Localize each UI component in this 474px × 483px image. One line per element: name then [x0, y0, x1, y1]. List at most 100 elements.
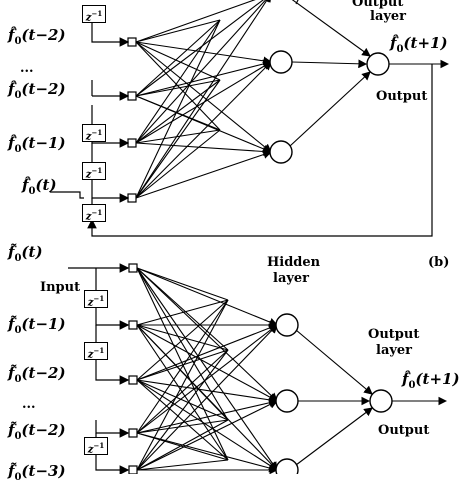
panel-b-fan-1-2 [136, 324, 229, 421]
panel-b-fan-0-0 [136, 267, 229, 301]
panel-b-output-layer-subtitle: layer [376, 343, 413, 358]
panel-a-fan-3-1 [135, 79, 221, 199]
panel-b-delay-block-3: z−1 [84, 437, 108, 455]
panel-b-input-node-1 [128, 320, 138, 330]
panel-b-fan-4-1 [136, 349, 229, 471]
panel-b-fan-4-0 [136, 299, 229, 471]
panel-b-input-link-2 [95, 308, 130, 330]
panel-a-ellipsis: ... [20, 61, 34, 76]
panel-a-weight-2-2 [135, 142, 273, 156]
panel-a-output-neuron [366, 52, 390, 76]
panel-b-weight-2-2 [136, 379, 278, 471]
panel-a-fan-3-0 [135, 19, 221, 199]
panel-a-weight-1-0 [135, 0, 272, 97]
panel-b-fan-0-2 [136, 267, 229, 421]
panel-b-input-label: Input [40, 280, 81, 295]
panel-a-weight-3-0 [135, 0, 272, 199]
panel-a-hidden-neuron-1 [269, 140, 293, 164]
panel-a-hidden-output-link-0 [291, 59, 368, 69]
panel-a-weight-0-1 [135, 41, 273, 66]
panel-a-input-node-3 [127, 193, 137, 203]
panel-b-fan-2-3 [136, 379, 229, 461]
panel-a-fan-0-2 [135, 41, 221, 131]
panel-b-hidden-layer-title: Hidden [267, 255, 321, 270]
panel-b-fan-3-3 [136, 432, 229, 461]
panel-a-input-label-2: f̂0(t−2) [8, 80, 66, 101]
panel-a-output-label: Output [376, 89, 428, 104]
panel-b-fan-3-0 [136, 299, 229, 434]
panel-a-delay-block-2: z−1 [82, 124, 106, 142]
panel-b-hidden-neuron-2 [275, 458, 299, 482]
panel-b-input-node-4 [128, 465, 138, 475]
panel-b-hidden-output-link-0 [295, 329, 373, 395]
panel-a-weight-2-0 [135, 0, 272, 144]
panel-b-fan-2-1 [136, 349, 229, 381]
panel-a-input-node-2 [127, 138, 137, 148]
panel-b-tag: (b) [428, 255, 450, 270]
panel-b-weight-0-0 [136, 267, 279, 327]
panel-b-weight-2-1 [136, 379, 279, 405]
panel-a-delay-block-3: z−1 [82, 162, 106, 180]
panel-b-weight-3-0 [136, 324, 278, 434]
panel-a-feedback-line [87, 64, 433, 237]
panel-a-fan-2-2 [135, 129, 221, 144]
panel-b-input-node-3 [128, 428, 138, 438]
panel-a-output-layer-title: Output [352, 0, 404, 10]
panel-b-output-layer-title: Output [368, 327, 420, 342]
panel-a-weight-3-2 [135, 150, 273, 199]
panel-b-delay-block-1: z−1 [84, 290, 108, 308]
panel-a-input-label-3: f̂0(t−1) [8, 134, 66, 155]
panel-a-delay-block-4: z−1 [82, 204, 106, 222]
panel-b-input-node-2 [128, 375, 138, 385]
panel-a-output-variable: f̂0(t+1) [390, 34, 448, 55]
panel-a-weight-0-0 [135, 0, 273, 43]
panel-a-input-node-1 [127, 91, 137, 101]
panel-a-hidden-neuron-0 [269, 50, 293, 74]
panel-b-fan-4-3 [136, 459, 229, 471]
panel-a-fan-1-1 [135, 79, 221, 97]
panel-b-fan-0-1 [136, 267, 229, 351]
panel-a-fan-0-1 [135, 41, 221, 81]
panel-b-fan-1-3 [136, 324, 229, 461]
panel-b-weight-4-1 [136, 400, 278, 471]
panel-a-weight-0-2 [135, 41, 272, 153]
panel-b-hidden-layer-subtitle: layer [273, 271, 310, 286]
panel-b-input-node-0 [128, 263, 138, 273]
panel-b-fan-4-2 [136, 419, 229, 471]
panel-b-fan-3-1 [136, 349, 229, 434]
panel-b-fan-2-0 [136, 299, 229, 381]
panel-a-fan-2-1 [135, 79, 221, 144]
panel-a-input-label-1: f̂0(t−2) [8, 26, 66, 47]
panel-b-hidden-neuron-1 [275, 389, 299, 413]
panel-a-output-layer-subtitle: layer [370, 9, 407, 24]
panel-a-ft-link [50, 191, 84, 199]
panel-a-input-link-4 [91, 180, 130, 203]
panel-b-weight-2-0 [136, 323, 279, 381]
panel-b-input-label-2: f̃0(t−2) [8, 364, 66, 385]
panel-b-fan-1-0 [136, 299, 229, 326]
panel-b-weight-3-1 [136, 398, 279, 434]
panel-b-fan-3-2 [136, 419, 229, 434]
panel-a-delay-block-1: z−1 [82, 5, 106, 23]
panel-b-weight-0-1 [136, 267, 278, 402]
panel-b-fan-1-1 [136, 324, 229, 351]
panel-a-hidden-output-link-2 [291, 0, 371, 57]
panel-b-input-link-5 [95, 455, 130, 475]
panel-a-input-node-0 [127, 37, 137, 47]
panel-a-fan-3-2 [135, 129, 221, 199]
panel-a-weight-3-1 [135, 61, 272, 199]
panel-a-fan-1-0 [135, 19, 221, 97]
panel-a-weight-1-1 [135, 59, 273, 97]
panel-a-hidden-output-link-1 [289, 71, 371, 147]
panel-b-hidden-output-link-2 [295, 407, 373, 466]
panel-b-input-label-3: f̃0(t−2) [8, 421, 66, 442]
panel-b-ellipsis: ... [22, 397, 36, 412]
panel-b-hidden-neuron-0 [275, 313, 299, 337]
panel-a-top-link [295, 0, 299, 5]
panel-b-delay-block-2: z−1 [84, 342, 108, 360]
panel-b-input-label-1: f̃0(t−1) [8, 315, 66, 336]
panel-b-fan-2-2 [136, 379, 229, 421]
panel-a-input-label-4: f̂0(t) [22, 176, 57, 197]
